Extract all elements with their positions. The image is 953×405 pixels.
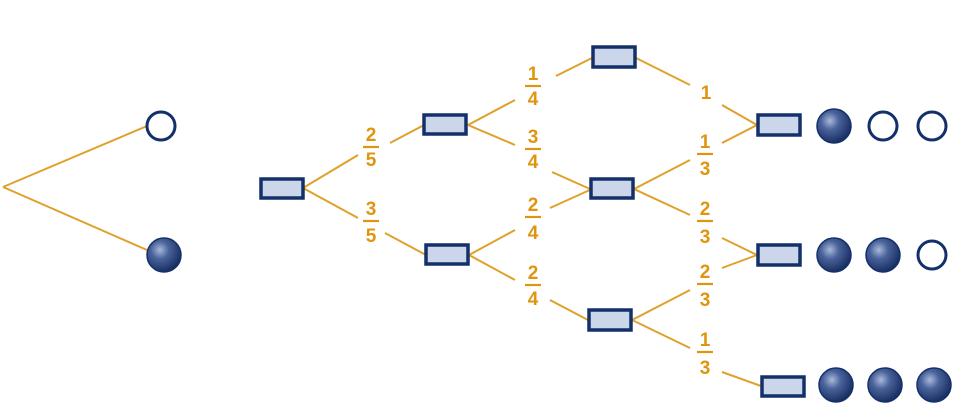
edge-b-bottom-2 bbox=[549, 299, 589, 321]
fraction-numerator: 1 bbox=[700, 132, 711, 153]
legend-edge-bottom bbox=[2, 186, 148, 251]
edge-bot-r3 bbox=[631, 319, 691, 349]
empty-ball-icon bbox=[916, 239, 948, 271]
node-bottom bbox=[587, 308, 633, 332]
edge-a-top bbox=[467, 99, 516, 126]
edge-mid-r2-2 bbox=[721, 237, 758, 256]
fraction-a-top: 1 4 bbox=[525, 64, 541, 110]
fraction-root-up: 2 5 bbox=[363, 125, 379, 171]
fraction-denominator: 5 bbox=[366, 226, 377, 247]
edge-a-top-2 bbox=[555, 57, 593, 77]
filled-ball-icon bbox=[865, 237, 901, 273]
edge-b-mid-2 bbox=[549, 188, 593, 209]
filled-ball-icon bbox=[818, 367, 854, 403]
fraction-denominator: 3 bbox=[700, 227, 711, 248]
fraction-numerator: 1 bbox=[700, 330, 711, 351]
outcome-balls bbox=[816, 108, 952, 403]
fraction-mid-to-r2: 2 3 bbox=[697, 199, 713, 248]
node-b bbox=[424, 243, 470, 266]
label-top-to-r1: 1 bbox=[701, 83, 712, 104]
fraction-denominator: 4 bbox=[528, 289, 539, 310]
edge-mid-r1-2 bbox=[721, 124, 758, 144]
edge-bot-r2-2 bbox=[721, 254, 758, 269]
edge-a-mid-2 bbox=[551, 171, 591, 190]
fraction-numerator: 2 bbox=[528, 195, 539, 216]
fraction-denominator: 4 bbox=[528, 223, 539, 244]
filled-ball-icon bbox=[867, 367, 903, 403]
edge-bot-r3-2 bbox=[721, 371, 762, 387]
fraction-denominator: 3 bbox=[700, 159, 711, 180]
fraction-a-mid: 3 4 bbox=[525, 127, 541, 173]
fraction-mid-to-r1: 1 3 bbox=[697, 132, 713, 180]
node-result-1 bbox=[756, 113, 802, 137]
edge-top-r1 bbox=[635, 57, 691, 86]
edge-mid-r1 bbox=[633, 159, 691, 190]
fraction-root-down: 3 5 bbox=[363, 199, 379, 247]
empty-ball-icon bbox=[145, 110, 177, 142]
edge-root-down bbox=[302, 187, 359, 219]
fraction-denominator: 4 bbox=[528, 152, 539, 173]
node-mid bbox=[589, 177, 635, 200]
node-result-3 bbox=[760, 375, 806, 398]
edge-bot-r2 bbox=[631, 289, 691, 321]
fraction-b-mid: 2 4 bbox=[525, 195, 541, 244]
fraction-numerator: 3 bbox=[528, 127, 539, 148]
fraction-denominator: 5 bbox=[366, 150, 377, 171]
tree-edges bbox=[302, 57, 762, 387]
fraction-bot-to-r2: 2 3 bbox=[697, 262, 713, 311]
outcome-row-2 bbox=[816, 237, 948, 273]
edge-a-mid bbox=[467, 124, 516, 146]
fraction-numerator: 2 bbox=[700, 262, 711, 283]
fraction-bot-to-r3: 1 3 bbox=[697, 330, 713, 379]
probability-whole: 1 bbox=[701, 83, 712, 104]
edge-root-down-2 bbox=[384, 232, 427, 256]
empty-ball-icon bbox=[916, 110, 948, 142]
filled-ball-icon bbox=[816, 237, 852, 273]
fraction-denominator: 4 bbox=[528, 89, 539, 110]
edge-root-up bbox=[302, 154, 359, 189]
edge-top-r1-2 bbox=[721, 104, 758, 126]
edge-root-up-2 bbox=[389, 124, 425, 144]
fraction-denominator: 3 bbox=[700, 358, 711, 379]
empty-ball-icon bbox=[867, 110, 899, 142]
node-top bbox=[591, 45, 637, 69]
fraction-b-bottom: 2 4 bbox=[525, 263, 541, 310]
fraction-numerator: 1 bbox=[528, 64, 539, 85]
edge-mid-r2 bbox=[633, 188, 691, 216]
outcome-row-1 bbox=[816, 108, 948, 144]
fraction-numerator: 2 bbox=[366, 125, 377, 146]
edge-b-bottom bbox=[468, 254, 516, 281]
tree-nodes bbox=[259, 45, 806, 398]
fraction-numerator: 3 bbox=[366, 199, 377, 220]
edge-b-mid bbox=[468, 229, 516, 256]
legend-edge-top bbox=[2, 125, 148, 188]
filled-ball-icon bbox=[916, 367, 952, 403]
outcome-row-3 bbox=[818, 367, 952, 403]
fraction-denominator: 3 bbox=[700, 290, 711, 311]
node-result-2 bbox=[756, 243, 802, 267]
filled-ball-icon bbox=[146, 237, 182, 273]
filled-ball-icon bbox=[816, 108, 852, 144]
node-root bbox=[259, 177, 305, 200]
node-a bbox=[422, 113, 468, 136]
fraction-numerator: 2 bbox=[528, 263, 539, 284]
edge-labels: 2 5 3 5 1 4 3 4 2 4 2 4 1 bbox=[363, 64, 713, 379]
legend bbox=[2, 110, 182, 273]
fraction-numerator: 2 bbox=[700, 199, 711, 220]
